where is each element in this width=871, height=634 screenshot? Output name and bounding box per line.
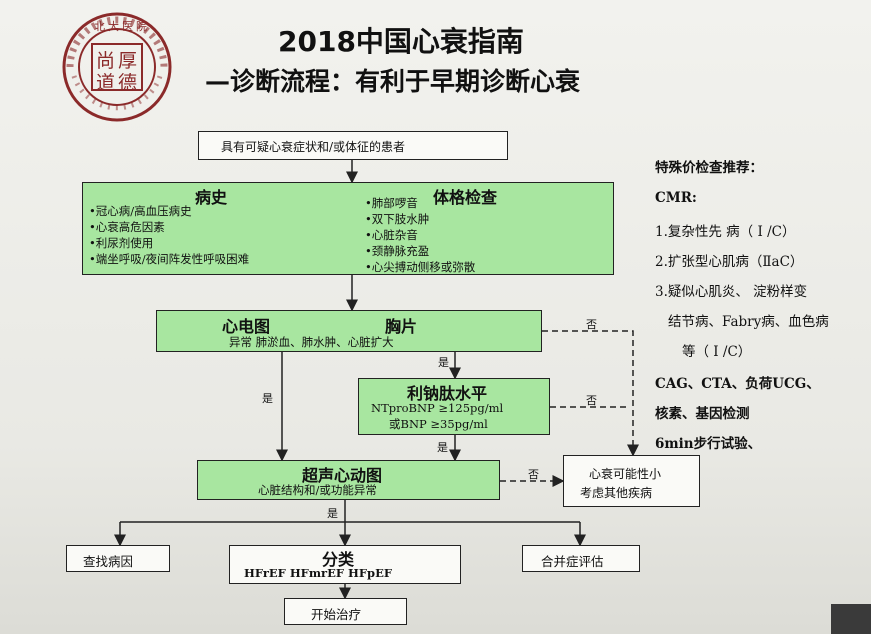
natriuretic-peptide-box: 利钠肽水平 NTproBNP ≥125pg/ml 或BNP ≥35pg/ml [358,378,550,435]
start-box: 具有可疑心衰症状和/或体征的患者 [198,131,508,160]
logo-seal-icon [62,12,172,122]
history-item: •心衰高危因素 [89,220,165,234]
exam-item: •心尖搏动侧移或弥散 [365,260,476,274]
exam-item: •心脏杂音 [365,228,418,242]
screen-edge [831,604,871,634]
comorbidity-box: 合并症评估 [522,545,640,572]
classification-box: 分类 HFrEF HFmrEF HFpEF [229,545,461,584]
history-item: •冠心病/高血压病史 [89,204,192,218]
side-cmr-item: 等（ I /C） [682,344,752,360]
side-test: CAG、CTA、负荷UCG、 [655,376,820,392]
side-cmr-item: 2.扩张型心肌病（ⅡaC） [655,254,804,270]
exam-item: •肺部啰音 [365,196,418,210]
start-text: 具有可疑心衰症状和/或体征的患者 [221,140,406,154]
ecg-title: 心电图 [222,317,271,336]
hospital-logo: 尚 厚 道 德 北大医院 [60,12,175,122]
exam-item: •双下肢水肿 [365,212,430,226]
unlikely-line1: 心衰可能性小 [589,467,662,481]
logo-char: 道 [96,72,116,94]
page-subtitle: —诊断流程：有利于早期诊断心衰 [205,67,581,96]
xray-title: 胸片 [385,317,418,336]
classification-title: 分类 [322,550,355,569]
side-cmr-item: 1.复杂性先 病（ I /C） [655,224,796,240]
exam-list: •肺部啰音 •双下肢水肿 •心脏杂音 •颈静脉充盈 •心尖搏动侧移或弥散 [365,195,475,275]
side-cmr-item: 结节病、Fabry病、血色病 [668,314,829,330]
logo-char: 厚 [118,50,138,72]
label-no: 否 [586,394,597,407]
echo-title: 超声心动图 [302,466,383,485]
label-yes: 是 [437,441,448,454]
side-heading: 特殊价检查推荐： [655,160,763,176]
history-item: •利尿剂使用 [89,236,154,250]
side-cmr-item: 3.疑似心肌炎、 淀粉样变 [655,284,808,300]
bnp-title: 利钠肽水平 [407,384,488,403]
exam-item: •颈静脉充盈 [365,244,430,258]
exam-title: 体格检查 [433,188,498,207]
label-yes: 是 [438,356,449,369]
history-title: 病史 [195,188,228,207]
ecg-detail: 异常 肺淤血、肺水肿、心脏扩大 [229,335,394,349]
history-list: •冠心病/高血压病史 •心衰高危因素 •利尿剂使用 •端坐呼吸/夜间阵发性呼吸困… [89,203,249,267]
history-item: •端坐呼吸/夜间阵发性呼吸困难 [89,252,250,266]
logo-char: 尚 [96,50,116,72]
side-test: 核素、基因检测 [655,406,750,422]
find-cause-box: 查找病因 [66,545,170,572]
logo-arc-text: 北大医院 [94,20,150,33]
bnp-line2: 或BNP ≥35pg/ml [389,417,488,431]
hf-unlikely-box: 心衰可能性小 考虑其他疾病 [563,455,700,507]
comorbidity-text: 合并症评估 [541,554,604,569]
label-yes: 是 [327,507,338,520]
start-treatment-box: 开始治疗 [284,598,407,625]
ecg-xray-box: 心电图 胸片 异常 肺淤血、肺水肿、心脏扩大 [156,310,542,352]
find-cause-text: 查找病因 [83,554,134,569]
side-cmr: CMR: [655,190,697,206]
side-test: 6min步行试验、 [655,436,762,452]
label-no: 否 [528,468,539,481]
history-exam-box: 病史 体格检查 •冠心病/高血压病史 •心衰高危因素 •利尿剂使用 •端坐呼吸/… [82,182,614,275]
echo-detail: 心脏结构和/或功能异常 [258,483,377,497]
start-treatment-text: 开始治疗 [311,607,362,622]
unlikely-line2: 考虑其他疾病 [580,486,653,500]
label-no: 否 [586,318,597,331]
classification-types: HFrEF HFmrEF HFpEF [244,566,393,580]
label-yes: 是 [262,392,273,405]
logo-char: 德 [118,72,138,94]
bnp-line1: NTproBNP ≥125pg/ml [371,401,504,415]
echocardiogram-box: 超声心动图 心脏结构和/或功能异常 [197,460,500,500]
page-title: 2018中国心衰指南 [278,25,524,58]
